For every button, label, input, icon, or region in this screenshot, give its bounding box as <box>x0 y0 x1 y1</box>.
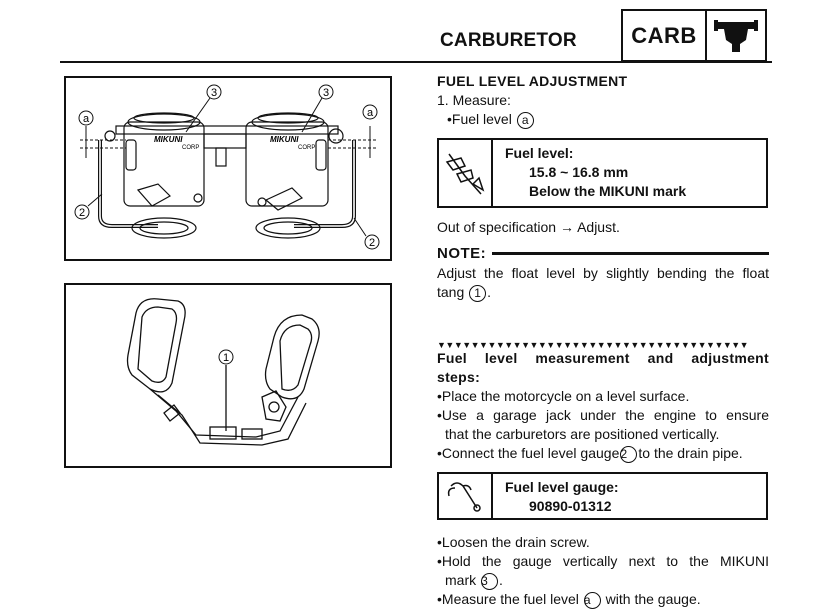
spec-box-gauge: Fuel level gauge: 90890-01312 <box>437 472 768 520</box>
spec-note: Below the MIKUNI mark <box>529 183 687 199</box>
note-text-tang: tang <box>437 284 465 300</box>
spec-label-gauge: Fuel level gauge: <box>505 479 619 495</box>
step-jack: •Use a garage jack under the engine to e… <box>437 407 769 442</box>
float-drawing: 1 <box>126 298 320 446</box>
step-jack-text-2: that the carburetors are positioned vert… <box>445 426 720 442</box>
steps-title: Fuel level measurement and adjustment <box>437 350 769 366</box>
callout-2-right: 2 <box>369 237 375 249</box>
ref-circle-a-2: a <box>583 592 601 609</box>
callout-a-left: a <box>83 113 90 125</box>
step-measure-text: Measure the fuel level <box>441 591 579 607</box>
bullet-fuel-level-text: Fuel level <box>451 111 512 127</box>
final-steps: •Loosen the drain screw. •Hold the gauge… <box>437 533 769 609</box>
note-header: NOTE: <box>437 244 769 263</box>
spec-part-number: 90890-01312 <box>529 498 612 514</box>
note-block: NOTE: Adjust the float level by slightly… <box>437 244 769 302</box>
callout-1: 1 <box>223 352 229 364</box>
carburetor-fuel-level-figure: MIKUNI CORP MIKUNI CORP a a 3 3 <box>64 76 392 261</box>
caliper-icon <box>439 140 493 206</box>
callout-3-left: 3 <box>211 87 217 99</box>
step-measure-gauge: •Measure the fuel level a with the gauge… <box>437 591 701 609</box>
callout-2-left: 2 <box>79 207 85 219</box>
step-connect-post: to the drain pipe. <box>638 445 743 461</box>
step-place: •Place the motorcycle on a level surface… <box>437 388 690 404</box>
bullet-fuel-level: •Fuel level a <box>437 110 769 129</box>
corp-mark-left: CORP <box>182 145 199 151</box>
section-code: CARB <box>623 11 707 60</box>
triangle-divider: ▼▼▼▼▼▼▼▼▼▼▼▼▼▼▼▼▼▼▼▼▼▼▼▼▼▼▼▼▼▼▼▼▼▼▼▼▼ <box>437 340 749 350</box>
steps-title-2: steps: <box>437 369 481 385</box>
step-measure-post: with the gauge. <box>605 591 701 607</box>
page-title: CARBURETOR <box>440 30 577 51</box>
spec-label-fuel-level: Fuel level: <box>505 145 574 161</box>
mikuni-mark-left: MIKUNI <box>154 135 183 144</box>
note-title: NOTE: <box>437 245 487 262</box>
callout-3-right: 3 <box>323 87 329 99</box>
step-hold-text-2: mark <box>445 572 477 588</box>
ref-circle-2: 2 <box>620 446 638 463</box>
spec-range: 15.8 ~ 16.8 mm <box>529 164 629 180</box>
step-loosen: •Loosen the drain screw. <box>437 534 590 550</box>
header-rule <box>60 61 772 63</box>
note-text: Adjust the float level by slightly bendi… <box>437 265 769 281</box>
step-hold-text-1: Hold the gauge vertically next to the MI… <box>441 553 769 569</box>
steps-block: Fuel level measurement and adjustment st… <box>437 349 769 463</box>
mikuni-mark-right: MIKUNI <box>270 135 299 144</box>
ref-circle-1: 1 <box>469 285 487 302</box>
step-hold: •Hold the gauge vertically next to the M… <box>437 553 769 590</box>
carburetor-drawing: MIKUNI CORP MIKUNI CORP a a 3 3 <box>74 84 380 250</box>
ref-circle-3: 3 <box>481 573 499 590</box>
ref-circle-a: a <box>516 112 534 129</box>
section-heading-block: FUEL LEVEL ADJUSTMENT 1. Measure: •Fuel … <box>437 72 769 129</box>
corp-mark-right: CORP <box>298 145 315 151</box>
step-measure: 1. Measure: <box>437 92 511 108</box>
section-title: FUEL LEVEL ADJUSTMENT <box>437 73 628 89</box>
step-place-text: Place the motorcycle on a level surface. <box>441 388 690 404</box>
section-tab: CARB <box>621 9 767 62</box>
out-of-spec: Out of specification → Adjust. <box>437 219 620 235</box>
step-loosen-text: Loosen the drain screw. <box>441 534 590 550</box>
tool-icon <box>439 474 493 518</box>
note-rule <box>492 252 769 255</box>
callout-a-right: a <box>367 107 374 119</box>
step-connect-text: Connect the fuel level gauge <box>441 445 620 461</box>
float-tang-figure: 1 <box>64 283 392 468</box>
step-jack-text-1: Use a garage jack under the engine to en… <box>441 407 769 423</box>
note-text-2: tang 1. <box>437 284 492 302</box>
spec-box-fuel-level: Fuel level: 15.8 ~ 16.8 mm Below the MIK… <box>437 138 768 208</box>
carburetor-icon <box>707 11 765 60</box>
